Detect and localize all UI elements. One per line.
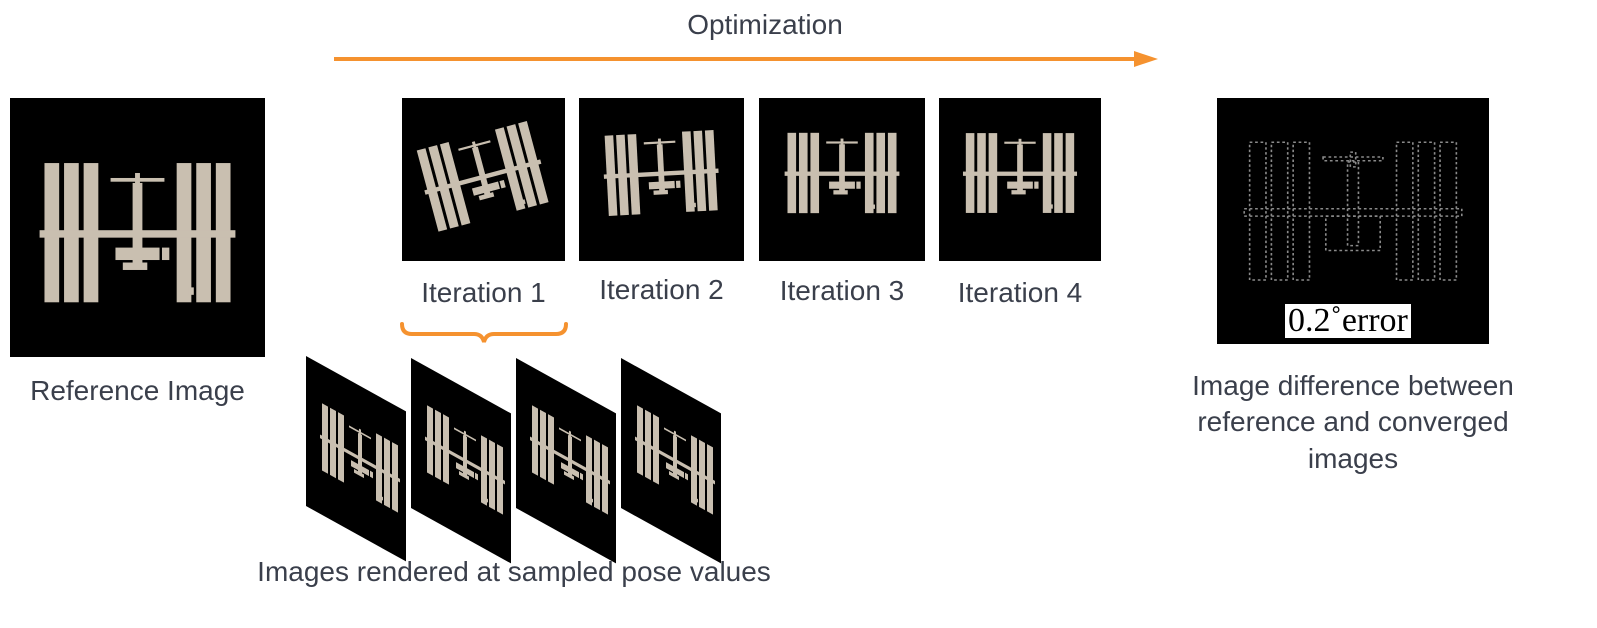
iteration-3-image — [759, 98, 925, 261]
optimization-label: Optimization — [687, 9, 843, 40]
iteration-1-image — [402, 98, 565, 261]
iteration-4-image — [939, 98, 1101, 261]
rendered-image-2 — [411, 358, 511, 564]
iteration-1-brace — [400, 322, 568, 343]
iteration-4-label: Iteration 4 — [957, 277, 1083, 308]
reference-image-label: Reference Image — [30, 375, 245, 406]
rendered-image-1 — [306, 356, 406, 562]
iteration-2-image — [579, 98, 744, 261]
difference-image: 0.2˚error — [1217, 98, 1489, 344]
reference-image — [10, 98, 265, 357]
optimization-arrow — [334, 51, 1158, 67]
iteration-3-label: Iteration 3 — [779, 275, 905, 306]
iteration-2-label: Iteration 2 — [599, 274, 724, 305]
rendered-images-label: Images rendered at sampled pose values — [257, 556, 771, 587]
error-label: 0.2˚error — [1285, 304, 1411, 338]
difference-caption-line-1: Image difference between — [1192, 370, 1514, 401]
difference-caption-line-2: reference and converged — [1197, 406, 1509, 437]
iteration-1-label: Iteration 1 — [421, 277, 546, 308]
rendered-image-4 — [621, 358, 721, 564]
difference-caption-line-3: images — [1307, 443, 1399, 474]
rendered-image-3 — [516, 358, 616, 564]
